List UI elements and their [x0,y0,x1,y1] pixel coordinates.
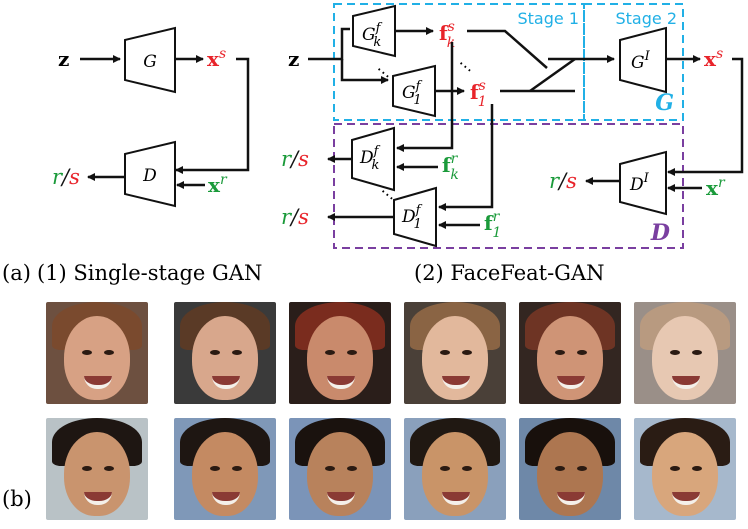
left-real-xr: xr [208,172,228,197]
left-generator-block [124,26,176,94]
left-output-rs: r/s [52,165,80,189]
face-photo-row1-sample2 [289,302,391,404]
face-photo-row2-sample1 [174,418,276,520]
df-1-block [393,186,437,248]
face-photo-row2-reference [46,418,148,520]
face-photo-row2-sample3 [404,418,506,520]
arrow-xs-to-d [175,57,250,174]
arrow-fs1-to-df1 [438,104,494,211]
stage2-label: Stage 2 [616,9,678,28]
line-merge-diag [529,57,576,93]
caption-a2: (2) FaceFeat-GAN [414,261,605,285]
face-photo-row1-sample3 [404,302,506,404]
gi-block [619,26,667,94]
discriminator-group-label: D [650,220,670,246]
arrow-z-to-gfk [308,27,350,61]
di-block [619,150,667,216]
df-k-block [351,126,395,192]
left-output-xs: xs [207,46,226,71]
feat-ellipsis: ⋯ [453,54,477,79]
caption-a1: (1) Single-stage GAN [37,261,262,285]
gi-label: GI [631,49,651,73]
arrow-xs-to-di [667,57,744,176]
arrow-z-to-gf1 [340,59,389,84]
stage2-box [583,3,684,121]
discriminator-box [333,123,684,249]
face-photo-row1-sample4 [519,302,621,404]
left-generator-label: G [143,52,157,72]
right-di-output-rs: r/s [549,169,577,193]
stage1-box [333,3,585,121]
left-input-z: z [58,47,69,71]
face-photo-row1-sample5 [634,302,736,404]
caption-a-label: (a) [2,261,31,285]
line-fsk-merge [467,29,548,69]
left-discriminator-label: D [142,166,157,186]
right-real-xr: xr [706,175,726,200]
face-photo-row1-sample1 [174,302,276,404]
single-stage-gan-diagram: z G xs D xr r/s [52,26,250,208]
right-output-xs: xs [704,46,723,71]
arrow-fsk-to-dfk [396,42,454,152]
face-photo-row2-sample2 [289,418,391,520]
right-input-z: z [288,47,299,71]
caption-b-label: (b) [2,487,32,511]
face-photo-row2-sample4 [519,418,621,520]
face-photo-row1-reference [46,302,148,404]
generator-group-label: G [655,90,674,116]
gf-1-block [392,64,436,118]
gf-k-block [352,4,396,58]
dfk-output-rs: r/s [281,147,309,171]
face-photo-row2-sample5 [634,418,736,520]
left-discriminator-block [124,140,176,208]
di-label: DI [629,171,650,195]
df1-output-rs: r/s [281,205,309,229]
stage1-label: Stage 1 [518,9,580,28]
